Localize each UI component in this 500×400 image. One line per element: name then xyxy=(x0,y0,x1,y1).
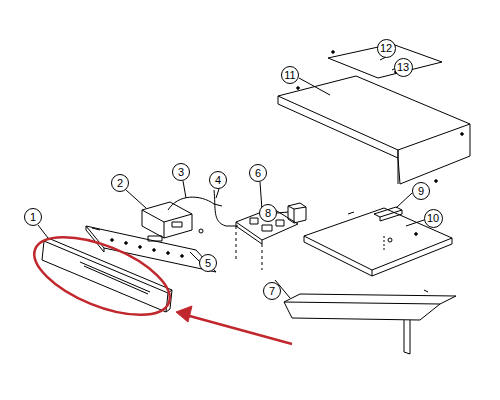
callout-circle: 10 xyxy=(424,209,443,228)
bracket xyxy=(284,294,456,304)
callout-number: 3 xyxy=(178,167,184,178)
callout-number: 6 xyxy=(255,168,261,179)
control-panel-board xyxy=(86,226,216,272)
callout-number: 12 xyxy=(380,43,392,54)
callout-circle: 2 xyxy=(111,174,129,192)
callout-circle: 8 xyxy=(259,204,277,222)
callout-number: 9 xyxy=(418,186,424,197)
callout-number: 1 xyxy=(30,212,36,223)
callout-number: 4 xyxy=(215,175,221,186)
wire-harness xyxy=(214,190,238,226)
callout-circle: 12 xyxy=(377,39,396,58)
callout-circle: 1 xyxy=(24,208,42,226)
chassis-plate xyxy=(304,208,452,270)
callout-circle: 3 xyxy=(172,163,190,181)
callout-number: 8 xyxy=(265,208,271,219)
callout-number: 13 xyxy=(397,62,409,73)
circuit-board xyxy=(236,208,298,240)
cover-side xyxy=(398,124,470,184)
callout-circle: 7 xyxy=(263,282,281,300)
highlight-arrow xyxy=(186,315,292,344)
display-module xyxy=(142,202,192,222)
callout-circle: 5 xyxy=(199,254,217,272)
front-trim xyxy=(42,241,168,312)
callout-circle: 11 xyxy=(281,66,299,84)
highlight-ellipse xyxy=(24,221,180,331)
callout-number: 5 xyxy=(205,258,211,269)
cover xyxy=(278,76,470,150)
callout-number: 2 xyxy=(117,178,123,189)
cover-front xyxy=(278,96,398,158)
callout-number: 10 xyxy=(427,213,439,224)
callout-circle: 6 xyxy=(249,164,267,182)
callout-circle: 13 xyxy=(394,58,413,77)
callout-number: 11 xyxy=(284,70,295,81)
callout-number: 7 xyxy=(269,286,275,297)
callout-circle: 4 xyxy=(209,171,227,189)
ribbon-cable xyxy=(168,197,222,210)
callout-circle: 9 xyxy=(412,182,430,200)
